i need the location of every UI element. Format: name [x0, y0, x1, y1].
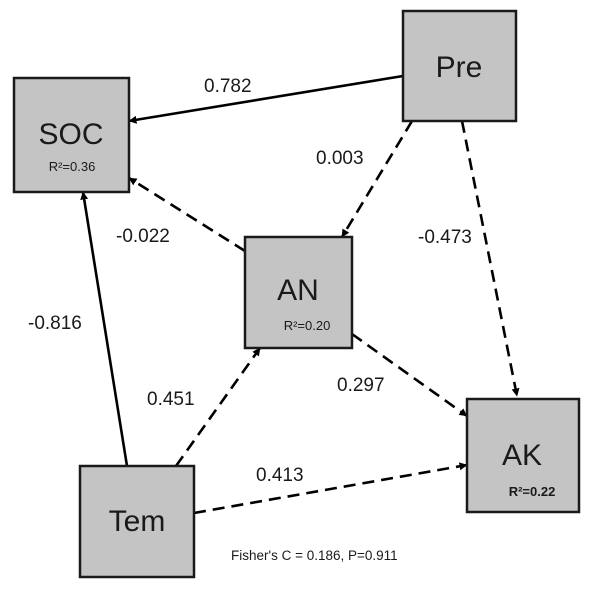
coef-tem-ak: 0.413: [256, 465, 304, 486]
coef-an-soc: -0.022: [116, 226, 170, 247]
node-ak: AK R²=0.22: [465, 397, 581, 514]
node-ak-name: AK: [502, 439, 542, 472]
coef-pre-an: 0.003: [316, 148, 364, 169]
node-soc-name: SOC: [38, 118, 103, 151]
model-fit-statistic: Fisher's C = 0.186, P=0.911: [231, 548, 398, 563]
path-tem-soc: [80, 191, 129, 467]
node-soc-r2: R²=0.36: [49, 159, 96, 174]
node-tem-name: Tem: [109, 505, 166, 538]
path-pre-an: [340, 120, 414, 238]
coef-an-ak: 0.297: [337, 375, 385, 396]
node-pre-name: Pre: [436, 51, 483, 84]
coef-pre-ak: -0.473: [418, 227, 472, 248]
node-an-name: AN: [277, 274, 319, 307]
path-tem-an: [174, 347, 262, 467]
node-ak-r2: R²=0.22: [509, 484, 556, 499]
node-an-r2: R²=0.20: [284, 318, 331, 333]
path-pre-ak: [460, 120, 520, 397]
path-pre-soc: [128, 74, 404, 124]
path-tem-ak: [193, 462, 468, 515]
path-an-soc: [128, 176, 246, 253]
node-pre: Pre: [401, 9, 518, 123]
node-tem: Tem: [78, 464, 196, 579]
node-an: AN R²=0.20: [243, 235, 354, 350]
path-an-ak: [351, 332, 468, 418]
coef-pre-soc: 0.782: [204, 76, 252, 97]
node-soc: SOC R²=0.36: [12, 76, 131, 194]
coef-tem-soc: -0.816: [28, 313, 82, 334]
coef-tem-an: 0.451: [147, 389, 195, 410]
